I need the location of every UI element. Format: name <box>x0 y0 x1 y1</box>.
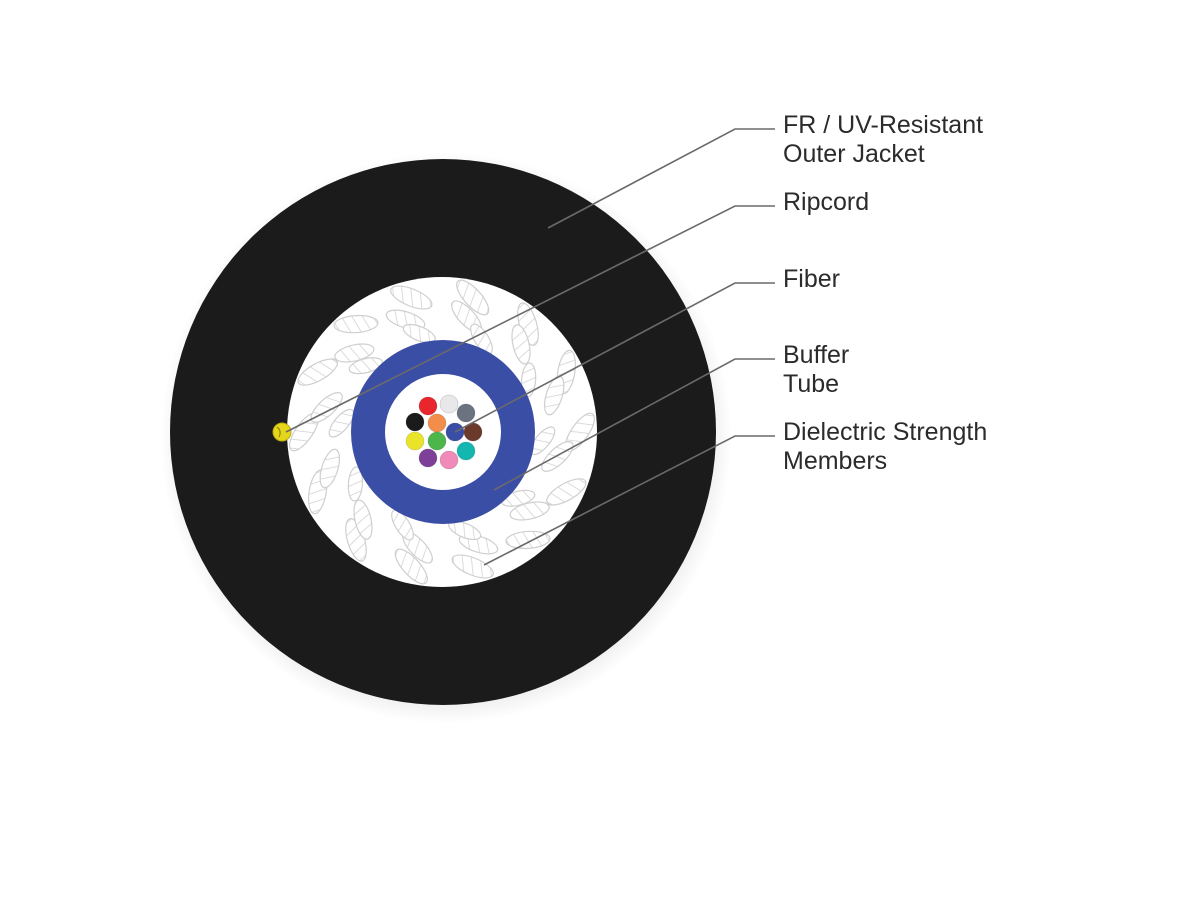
fiber <box>456 403 476 423</box>
leader-line-outer-jacket <box>547 128 775 229</box>
fiber <box>405 412 425 432</box>
strength-member-strand <box>451 554 494 579</box>
ripcord <box>272 422 292 442</box>
strength-member-strand <box>448 520 482 541</box>
leader-line-fiber <box>454 282 775 433</box>
strength-member-strand <box>394 548 428 585</box>
label-fiber-line1: Fiber <box>783 265 840 293</box>
fiber <box>405 431 425 451</box>
fiber <box>418 396 438 416</box>
label-ripcord: Ripcord <box>783 188 869 217</box>
strength-member-strand <box>347 466 364 502</box>
strength-member-strand <box>391 509 414 541</box>
leader-line-buffer-tube <box>493 358 775 491</box>
fiber <box>439 394 459 414</box>
strength-member-strand <box>456 279 490 316</box>
buffer-gel <box>385 374 501 490</box>
label-strength-members: Dielectric Strength Members <box>783 418 987 476</box>
strength-member-strand <box>334 343 375 363</box>
fiber <box>456 441 476 461</box>
label-buffer-tube-line1: Buffer <box>783 341 850 369</box>
strength-member-strand <box>546 478 587 506</box>
fiber <box>439 450 459 470</box>
strength-member-strand <box>509 501 550 521</box>
leader-lines <box>285 128 775 566</box>
strength-member-strand <box>319 448 341 489</box>
label-outer-jacket: FR / UV-Resistant Outer Jacket <box>783 111 983 169</box>
fiber <box>427 431 447 451</box>
label-buffer-tube: Buffer Tube <box>783 341 849 399</box>
strength-member-strand <box>353 499 373 540</box>
strength-member-strand <box>402 323 436 344</box>
fiber <box>418 448 438 468</box>
strength-member-strand <box>333 314 379 334</box>
strength-member-strand <box>541 441 574 472</box>
strength-member-strand <box>348 357 383 375</box>
strength-member-strand <box>328 408 355 438</box>
label-strength-members-line1: Dielectric Strength <box>783 418 988 446</box>
leader-line-strength-members <box>483 435 775 566</box>
label-strength-members-line2: Members <box>783 447 888 475</box>
label-buffer-tube-line2: Tube <box>783 370 840 398</box>
strength-member-strand <box>297 358 338 386</box>
label-outer-jacket-line2: Outer Jacket <box>783 140 925 168</box>
fiber <box>427 413 447 433</box>
label-ripcord-line1: Ripcord <box>783 188 870 216</box>
leader-line-ripcord <box>285 205 775 433</box>
strength-member-strand <box>390 285 433 310</box>
label-fiber: Fiber <box>783 265 840 294</box>
label-outer-jacket-line1: FR / UV-Resistant <box>783 111 984 139</box>
strength-member-strand <box>511 324 531 365</box>
strength-member-strand <box>505 530 551 550</box>
